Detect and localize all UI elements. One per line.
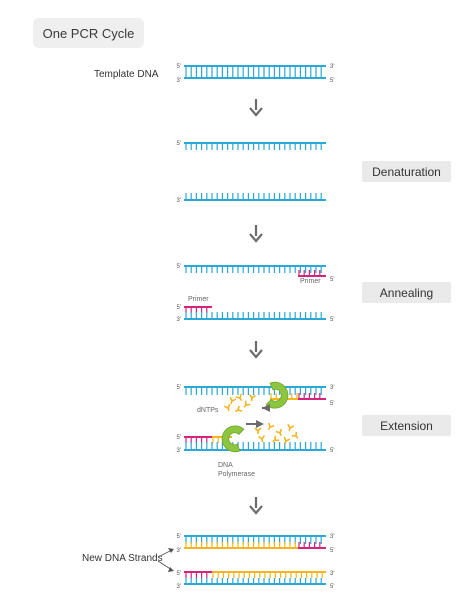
dntp-12 bbox=[258, 435, 266, 443]
dna-polymerase-label-2: Polymerase bbox=[218, 471, 255, 478]
anneal-primer-top-end: 5' bbox=[330, 277, 334, 283]
ext-top-left-end: 5' bbox=[177, 385, 181, 391]
dntp-11 bbox=[272, 435, 280, 443]
anneal-bottom-left-end: 3' bbox=[177, 317, 181, 323]
primer-label-bottom: Primer bbox=[188, 296, 209, 303]
anneal-primer-bottom-end: 5' bbox=[177, 305, 181, 311]
arrow-1-head bbox=[249, 107, 263, 117]
dntp-7 bbox=[267, 422, 275, 430]
dntp-9 bbox=[287, 423, 295, 432]
dntp-10 bbox=[291, 431, 299, 439]
dntp-4 bbox=[248, 394, 256, 402]
step-extension: Extension bbox=[362, 415, 451, 436]
denat-top-left-end: 5' bbox=[177, 141, 181, 147]
template-dna-label: Template DNA bbox=[94, 69, 159, 80]
pointer-2-head bbox=[168, 567, 174, 572]
ext-top-primer-end: 5' bbox=[330, 401, 334, 407]
dntp-3 bbox=[223, 403, 231, 412]
template-top-right-end: 3' bbox=[330, 64, 334, 70]
move-right-arrow-head bbox=[256, 420, 264, 428]
new2-bottom-right-end: 5' bbox=[330, 584, 334, 590]
arrow-4-head bbox=[249, 505, 263, 515]
ext-bottom-right-end: 5' bbox=[330, 448, 334, 454]
template-bottom-left-end: 3' bbox=[177, 78, 181, 84]
new-dna-strands-label: New DNA Strands bbox=[82, 553, 163, 564]
dna-polymerase-label-1: DNA bbox=[218, 462, 233, 469]
new1-top-right-end: 3' bbox=[330, 534, 334, 540]
dntp-5 bbox=[235, 405, 243, 413]
arrow-3-head bbox=[249, 349, 263, 359]
new1-bottom-left-end: 3' bbox=[177, 548, 181, 554]
denat-bottom-left-end: 3' bbox=[177, 198, 181, 204]
new2-top-left-end: 5' bbox=[177, 571, 181, 577]
polymerase-bottom-body bbox=[221, 425, 245, 453]
polymerase-top bbox=[265, 381, 289, 409]
ext-top-right-end: 3' bbox=[330, 385, 334, 391]
step-denaturation: Denaturation bbox=[362, 161, 451, 182]
template-bottom-right-end: 5' bbox=[330, 78, 334, 84]
new2-top-right-end: 3' bbox=[330, 571, 334, 577]
arrow-2-head bbox=[249, 233, 263, 243]
ext-bottom-left-end: 3' bbox=[177, 448, 181, 454]
pointer-1-line bbox=[157, 549, 173, 558]
polymerase-bottom bbox=[221, 425, 245, 453]
polymerase-top-body bbox=[265, 381, 289, 409]
anneal-bottom-right-end: 5' bbox=[330, 317, 334, 323]
dntp-0 bbox=[229, 396, 237, 405]
dntp-6 bbox=[254, 427, 262, 434]
new1-top-left-end: 5' bbox=[177, 534, 181, 540]
pointer-1-head bbox=[168, 548, 174, 553]
new1-bottom-right-end: 5' bbox=[330, 548, 334, 554]
dntp-13 bbox=[283, 436, 291, 445]
ext-bottom-primer-end: 5' bbox=[177, 435, 181, 441]
dntp-8 bbox=[275, 428, 283, 437]
dntp-1 bbox=[235, 393, 243, 401]
step-annealing: Annealing bbox=[362, 282, 451, 303]
primer-label-top: Primer bbox=[300, 278, 321, 285]
dntps-label: dNTPs bbox=[197, 407, 219, 414]
template-top-left-end: 5' bbox=[177, 64, 181, 70]
new2-bottom-left-end: 3' bbox=[177, 584, 181, 590]
dntp-2 bbox=[243, 400, 251, 408]
diagram-title: One PCR Cycle bbox=[33, 18, 144, 48]
anneal-top-left-end: 5' bbox=[177, 264, 181, 270]
